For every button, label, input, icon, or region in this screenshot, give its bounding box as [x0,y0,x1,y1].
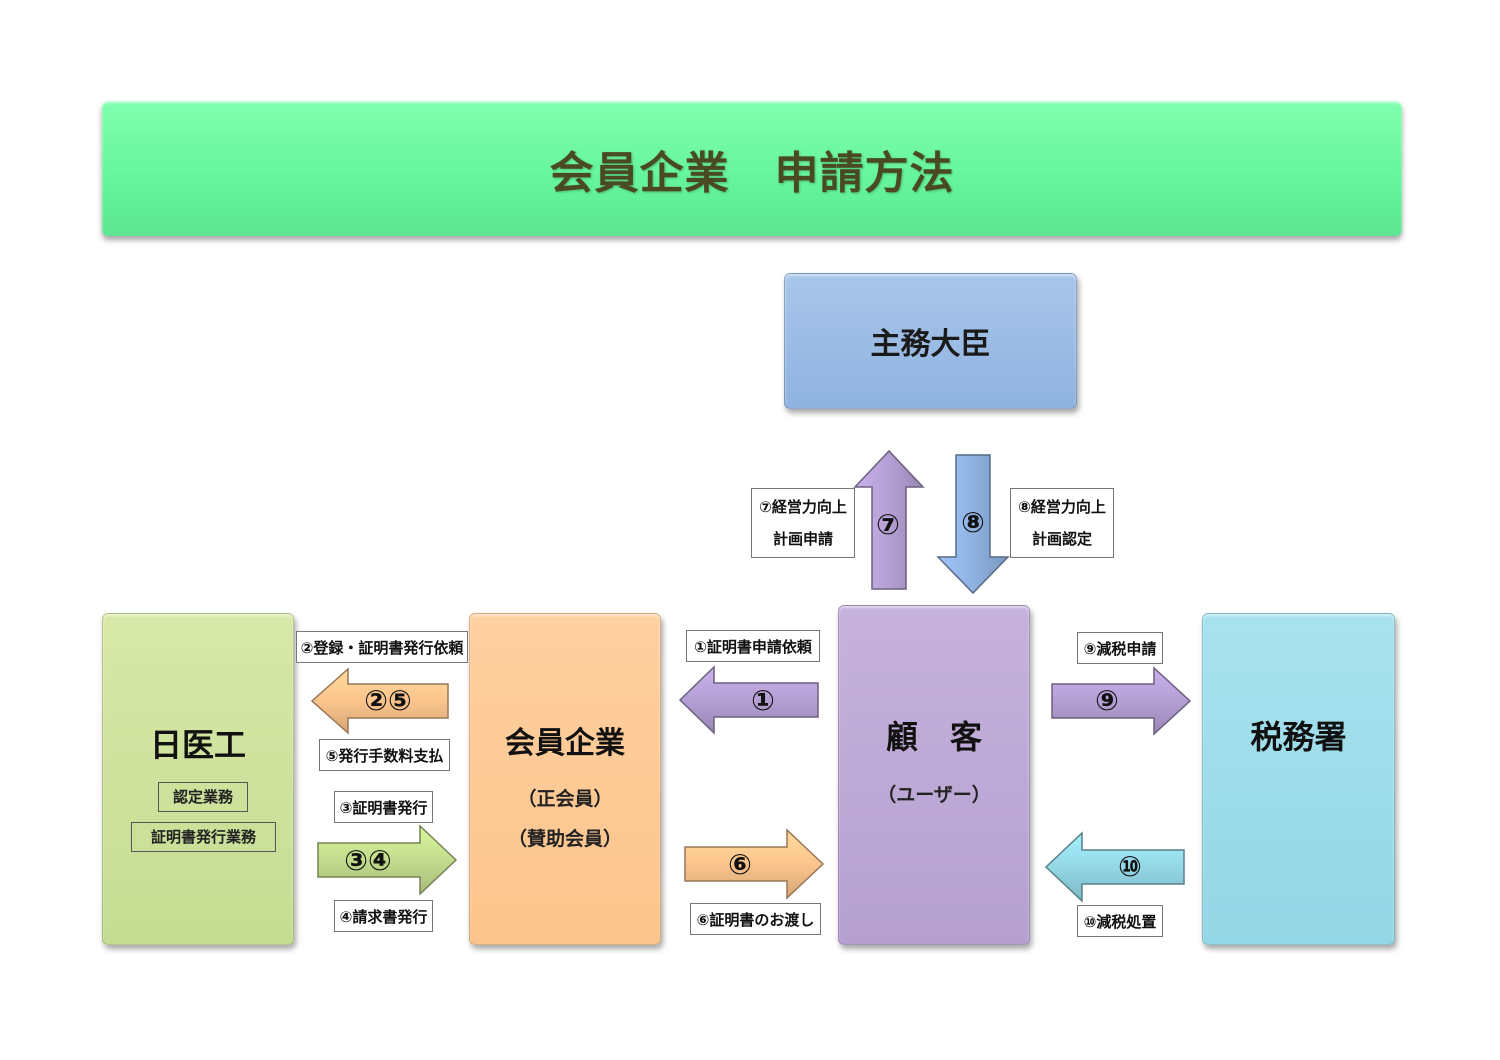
nikko-label: 日医工 [149,726,246,764]
arrow-10 [1044,831,1185,903]
customer-label: 顧 客 [885,718,982,756]
arrow-1 [678,665,819,735]
page-title: 会員企業 申請方法 [549,147,955,199]
arrow-8-number: ⑧ [961,506,985,539]
nikko-box: 日医工 認定業務 証明書発行業務 [102,613,294,945]
arrow-1-number: ① [751,684,775,717]
arrow-25-number: ②⑤ [364,684,412,717]
nikko-task-certification: 認定業務 [158,782,248,812]
customer-user-label: （ユーザー） [877,784,991,806]
member-regular-label: （正会員） [517,788,613,810]
label-arrow-1: ①証明書申請依頼 [686,630,820,662]
title-banner: 会員企業 申請方法 [102,101,1402,236]
arrow-9-number: ⑨ [1095,684,1119,717]
label-arrow-6: ⑥証明書のお渡し [690,903,821,935]
customer-box: 顧 客 （ユーザー） [838,605,1030,945]
arrow-6 [684,828,825,900]
arrow-34-number: ③④ [344,844,392,877]
arrow-7 [853,449,925,590]
label-arrow-8-line2: 計画認定 [1031,530,1092,548]
nikko-task-issuance: 証明書発行業務 [131,822,276,852]
minister-box: 主務大臣 [784,273,1077,409]
arrow-9 [1051,666,1192,736]
minister-label: 主務大臣 [870,327,991,362]
label-arrow-8: ⑧経営力向上 計画認定 [1010,488,1114,558]
member-company-label: 会員企業 [505,726,625,761]
arrow-7-number: ⑦ [876,508,900,541]
label-arrow-3: ③証明書発行 [334,791,433,823]
label-arrow-9: ⑨減税申請 [1077,632,1163,664]
label-arrow-10: ⑩減税処置 [1077,905,1163,937]
arrow-8 [936,454,1010,595]
label-arrow-8-line1: ⑧経営力向上 [1018,498,1106,516]
member-supporting-label: （賛助会員） [507,828,622,850]
tax-office-label: 税務署 [1250,718,1347,756]
arrow-34 [317,824,458,896]
label-arrow-7-line2: 計画申請 [772,530,833,548]
arrow-6-number: ⑥ [728,848,752,881]
member-company-box: 会員企業 （正会員） （賛助会員） [469,613,661,945]
label-arrow-5: ⑤発行手数料支払 [319,739,450,771]
tax-office-box: 税務署 [1202,613,1395,945]
label-arrow-7: ⑦経営力向上 計画申請 [751,488,855,558]
label-arrow-4: ④請求書発行 [334,900,433,932]
label-arrow-7-line1: ⑦経営力向上 [759,498,847,516]
arrow-25 [310,667,449,735]
arrow-10-number: ⑩ [1118,850,1142,883]
label-arrow-2: ②登録・証明書発行依頼 [296,631,468,663]
